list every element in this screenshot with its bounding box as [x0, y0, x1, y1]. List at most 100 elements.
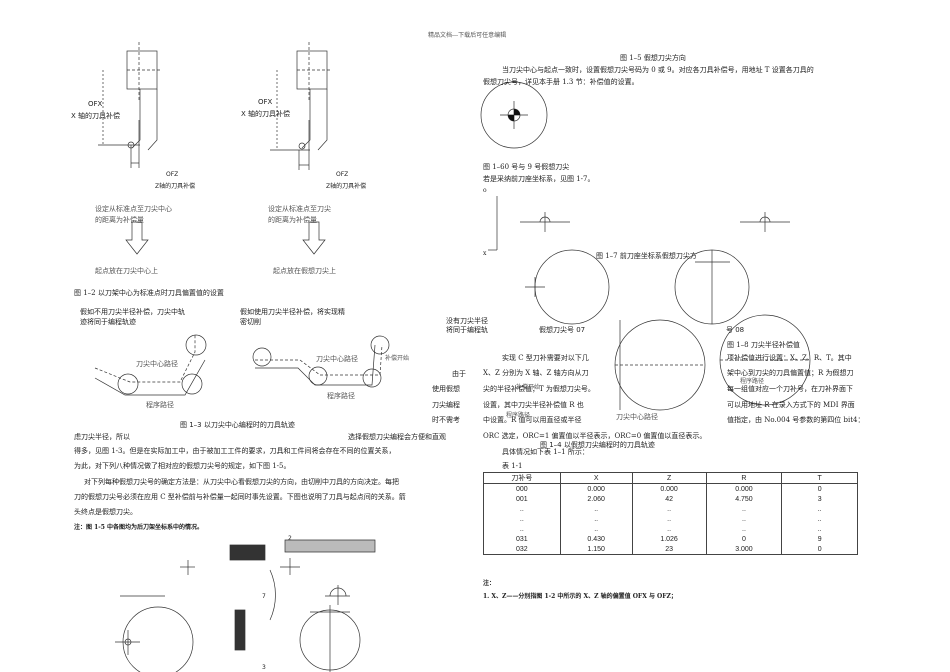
tool-number-3: 3	[262, 664, 266, 671]
overlap-program-path: 程序路径	[506, 412, 531, 419]
left-start-note: 起点放在刀尖中心上	[95, 267, 158, 275]
col-header-tool-number: 刀补号	[483, 472, 561, 484]
table-cell: ..	[781, 514, 858, 524]
page-header: 精品文档---下载后可任意编辑	[428, 32, 507, 39]
ofx-label: OFX	[88, 100, 103, 108]
table-header-row: 刀补号 X Z R T	[483, 472, 858, 484]
table-cell: ..	[559, 514, 633, 524]
comp-line-3-right: 每一组值对应一个刀补号，在刀补界面下	[727, 385, 853, 393]
body-line-3: 为此，对下列八种情况做了相对应的假想刀尖号的规定，如下图 1-5。	[74, 462, 291, 470]
fig18-caption: 图 1–8 刀尖半径补偿值	[727, 341, 800, 349]
overlay-comp-start: 补偿开始	[516, 384, 541, 391]
fig13-left-note-1: 假如不用刀尖半径补偿，刀尖中轨	[80, 308, 185, 316]
fig13-center-path-label: 刀尖中心路径	[136, 360, 178, 368]
fig17-label-08: 号 08	[726, 326, 745, 334]
fig16-caption: 图 1–60 号与 9 号假想刀尖	[483, 163, 570, 171]
table-cell: 001	[483, 494, 561, 504]
x-offset-label: X 轴的刀具补偿	[71, 112, 121, 120]
fig15-note: 注：图 1-5 中各图均为后刀架坐标系中的情况。	[74, 524, 204, 531]
comp-line-5: 中设置。R 值可以用直径或半径	[483, 416, 582, 424]
z-offset-label: Z轴的刀具补偿	[155, 183, 196, 190]
table-row: 001 2.060 42 4.750 3	[483, 494, 858, 504]
table-cell: 9	[781, 534, 858, 544]
table-cell: 0.000	[559, 483, 633, 494]
ofz-label: OFZ	[166, 171, 179, 178]
table-cell: 0	[705, 534, 783, 544]
body-line-1a: 虑刀尖半径，所以	[74, 433, 130, 441]
table-cell: ..	[781, 524, 858, 534]
x-offset-label-right: X 轴的刀具补偿	[241, 110, 291, 118]
table-intro: 具体情况如下表 1–1 所示：	[502, 448, 589, 456]
overlap-fragment-2: 由于	[452, 370, 466, 378]
table-row: .. .. .. .. ..	[483, 514, 858, 524]
right-line-3: 若是采纳前刀座坐标系，见图 1-7。	[483, 175, 595, 183]
table-cell: 42	[631, 494, 707, 504]
comp-line-4: 设置，其中刀尖半径补偿值 R 也	[483, 401, 584, 409]
comp-line-6: ORC 选定，ORC=1 偏置值以半径表示，ORC=0 偏置值以直径表示。	[483, 432, 707, 440]
overlay-center-path: 刀尖中心路径	[616, 413, 658, 421]
table-cell: ..	[483, 524, 561, 534]
ofx-label-right: OFX	[258, 98, 273, 106]
fig17-label-07: 假想刀尖号 07	[539, 326, 586, 334]
col-header-t: T	[781, 472, 858, 484]
table-cell: ..	[781, 504, 858, 514]
note-heading: 注：	[483, 580, 496, 587]
table-cell: ..	[483, 504, 561, 514]
overlap-fragment-1b: 将同于编程轨	[446, 326, 488, 334]
table-row: .. .. .. .. ..	[483, 504, 858, 514]
table-cell: 0	[781, 544, 858, 555]
table-cell: ..	[705, 514, 783, 524]
left-note-2: 的距离为补偿量	[95, 216, 144, 224]
fig13-left-note-2: 迹将同于编程轨迹	[80, 318, 136, 326]
table-cell: 0.430	[559, 534, 633, 544]
tool-number-2: 2	[288, 535, 292, 542]
table-cell: ..	[559, 524, 633, 534]
right-note-1: 设定从标准点至刀尖	[268, 205, 331, 213]
table-cell: 1.150	[559, 544, 633, 555]
overlap-fragment-1a: 没有刀尖半径	[446, 317, 488, 325]
note-line-1: 1. X、Z——分别指图 1-2 中所示的 X、Z 轴的偏置值 OFX 与 OF…	[483, 593, 677, 600]
fig13-comp-start-label: 补偿开始	[385, 355, 410, 362]
right-line-2: 假想刀尖号，详见本手册 1.3 节：补偿值的设置。	[483, 78, 639, 86]
fig13-center-path-label-2: 刀尖中心路径	[316, 355, 358, 363]
z-offset-label-right: Z轴的刀具补偿	[326, 183, 367, 190]
table-title: 表 1-1	[502, 462, 523, 470]
table-cell: 032	[483, 544, 561, 555]
fig13-caption: 图 1–3 以刀尖中心编程时的刀具轨迹	[180, 421, 295, 429]
table-cell: ..	[631, 504, 707, 514]
body-line-5: 刀的假想刀尖号必须在应用 C 型补偿前与补偿量一起同时事先设置。下图也说明了刀具…	[74, 493, 406, 501]
table-cell: ..	[483, 514, 561, 524]
body-line-6: 头终点是假想刀尖。	[74, 508, 137, 516]
right-note-2: 的距离为补偿量	[268, 216, 317, 224]
col-header-z: Z	[631, 472, 707, 484]
axis-x-label: x	[483, 250, 487, 257]
offset-table: 刀补号 X Z R T 000 0.000 0.000 0.000 0 001 …	[483, 472, 858, 555]
ofz-label-right: OFZ	[336, 171, 349, 178]
left-note-1: 设定从标准点至刀尖中心	[95, 205, 172, 213]
table-cell: 2.060	[559, 494, 633, 504]
table-cell: ..	[631, 514, 707, 524]
fig13-right-note-2: 密切削	[240, 318, 261, 326]
overlap-fragment-5: 时不需考	[432, 416, 460, 424]
comp-line-4-right: 可以用地址 R 在录入方式下的 MDI 界面	[727, 401, 855, 409]
comp-line-5-right: 值指定，由 No.004 号参数的第四位 bit4：	[727, 416, 865, 424]
comp-line-1: 实现 C 型刀补需要对以下几	[502, 354, 589, 362]
comp-line-2-right: 架中心到刀尖的刀具偏置值；R 为假想刀	[727, 369, 854, 377]
comp-line-1-right: 项补偿值进行设置：X、Z、R、T。其中	[727, 354, 852, 362]
overlap-fragment-3: 使用假想	[432, 385, 460, 393]
tool-number-7: 7	[262, 593, 266, 600]
fig13-program-path-label: 程序路径	[146, 401, 174, 409]
fig14-caption: 图 1–4 以假想刀尖编程时的刀具轨迹	[540, 441, 655, 449]
table-cell: 4.750	[705, 494, 783, 504]
body-line-2: 得多，见图 1-3。但是在实际加工中，由于被加工工件的要求，刀具和工件间将会存在…	[74, 447, 396, 455]
right-start-note: 起点放在假想刀尖上	[273, 267, 336, 275]
table-cell: 23	[631, 544, 707, 555]
table-cell: 3	[781, 494, 858, 504]
comp-line-3: 尖的半径补偿值；T 为假想刀尖号。	[483, 385, 595, 393]
right-line-1: 当刀尖中心与起点一致时，设置假想刀尖号码为 0 或 9。对应各刀具补偿号，用地址…	[502, 66, 814, 74]
table-cell: ..	[705, 524, 783, 534]
table-cell: 1.026	[631, 534, 707, 544]
body-line-1b: 选择假想刀尖编程会方便和直观	[348, 433, 446, 441]
table-cell: ..	[631, 524, 707, 534]
table-cell: 0	[781, 483, 858, 494]
